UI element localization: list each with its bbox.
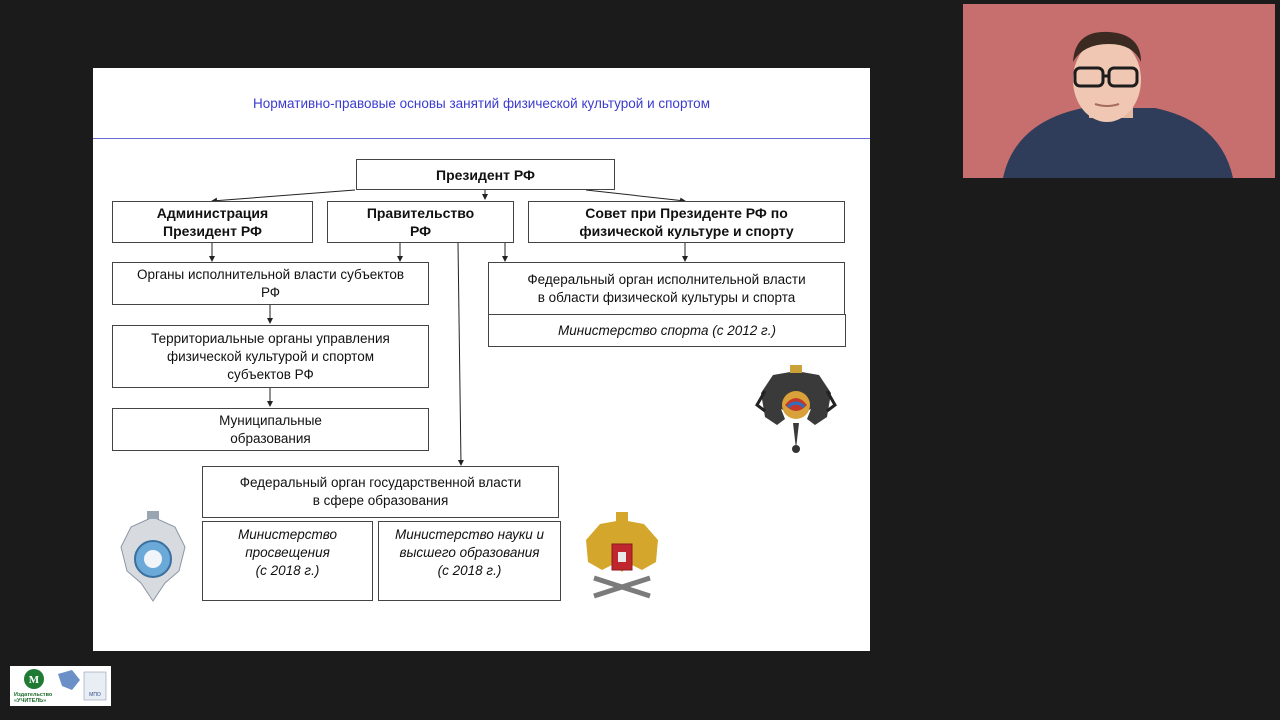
- box-administration: Администрация Президент РФ: [112, 201, 313, 243]
- box-regional-executive: Органы исполнительной власти субъектов Р…: [112, 262, 429, 305]
- title-divider: [93, 138, 870, 139]
- box-government: Правительство РФ: [327, 201, 514, 243]
- presentation-slide: Нормативно-правовые основы занятий физич…: [93, 68, 870, 651]
- svg-text:МПО: МПО: [89, 692, 101, 698]
- publisher-logo: M МПО Издательство «УЧИТЕЛЬ»: [10, 666, 111, 706]
- presenter-figure: [1003, 31, 1233, 178]
- box-federal-education-body: Федеральный орган государственной власти…: [202, 466, 559, 518]
- box-federal-sport-body: Федеральный орган исполнительной власти …: [488, 262, 845, 315]
- svg-text:M: M: [29, 674, 40, 686]
- box-municipal: Муниципальные образования: [112, 408, 429, 451]
- arrow-president-council: [585, 189, 686, 204]
- slide-title: Нормативно-правовые основы занятий физич…: [253, 96, 710, 111]
- box-ministry-science: Министерство науки и высшего образования…: [378, 521, 561, 601]
- presenter-webcam: [963, 4, 1275, 178]
- publisher-logo-text: Издательство «УЧИТЕЛЬ»: [14, 692, 53, 704]
- connector-arrows: [209, 189, 688, 466]
- publisher-logo-icon: M МПО: [24, 669, 107, 701]
- box-territorial-bodies: Территориальные органы управления физиче…: [112, 325, 429, 388]
- box-sport-council: Совет при Президенте РФ по физической ку…: [528, 201, 845, 243]
- box-president: Президент РФ: [356, 159, 615, 190]
- science-ministry-emblem-icon: [586, 512, 658, 599]
- box-ministry-enlightenment: Министерство просвещения (с 2018 г.): [202, 521, 373, 601]
- box-ministry-sport: Министерство спорта (с 2012 г.): [488, 314, 846, 347]
- arrow-president-administration: [211, 189, 356, 204]
- enlightenment-ministry-emblem-icon: [120, 511, 186, 602]
- arrow-gov-federal-edu: [457, 242, 464, 466]
- sport-ministry-emblem-icon: [755, 365, 837, 453]
